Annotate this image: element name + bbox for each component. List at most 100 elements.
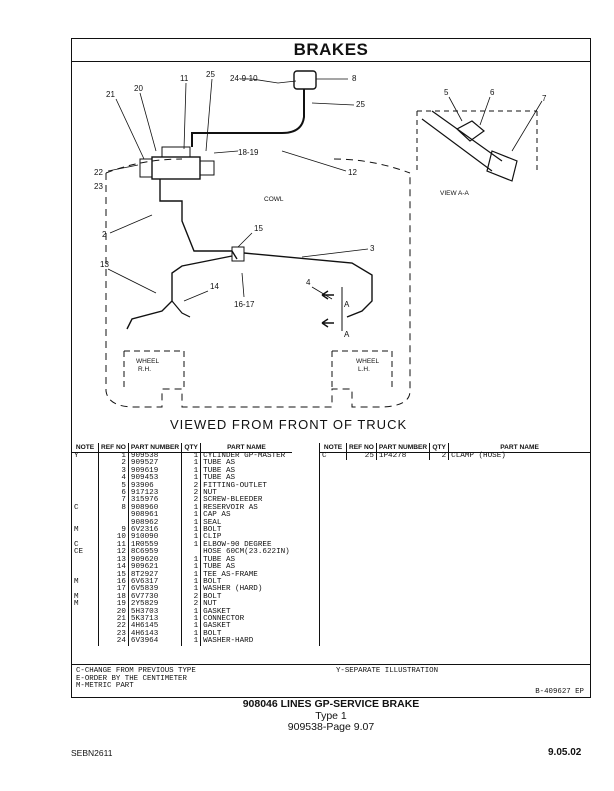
- cell-part-name: GASKET: [203, 607, 231, 616]
- cell-part-name: CONNECTOR: [203, 614, 245, 623]
- callout-21: 21: [106, 90, 115, 99]
- cell-part-name: WASHER-HARD: [203, 637, 254, 646]
- cell-part-name: HOSE 60CM(23.622IN): [203, 548, 290, 557]
- callout-13: 13: [100, 260, 109, 269]
- cell-part-number: 1R0559: [128, 541, 183, 550]
- cell-qty: 2: [429, 452, 450, 461]
- cell-qty: 1: [181, 452, 202, 461]
- callout-23: 23: [94, 182, 103, 191]
- callout-3: 3: [370, 244, 375, 253]
- cell-qty: 2: [181, 496, 202, 505]
- viewed-caption: VIEWED FROM FRONT OF TRUCK: [170, 417, 407, 432]
- document-number: SEBN2611: [71, 748, 113, 758]
- cell-part-name: BOLT: [203, 577, 222, 586]
- cell-part-name: TEE AS-FRAME: [203, 570, 258, 579]
- master-cylinder-flange: [139, 158, 153, 178]
- callout-6: 6: [490, 88, 495, 97]
- header-ref: REF NO: [98, 443, 129, 453]
- cowl-outline: [105, 173, 411, 408]
- header-note: NOTE: [320, 443, 347, 453]
- page-number: 9.05.02: [548, 747, 582, 758]
- cell-note: [72, 564, 99, 572]
- cell-ref: 5: [98, 482, 129, 491]
- cell-qty: 1: [181, 467, 202, 476]
- cell-ref: 6: [98, 489, 129, 498]
- title-bar: BRAKES: [72, 39, 590, 62]
- cell-qty: 1: [181, 585, 202, 594]
- cell-qty: 1: [181, 474, 202, 483]
- cell-part-number: 908962: [128, 519, 183, 528]
- callout-24-9-10: 24-9-10: [230, 74, 258, 83]
- cowl-top: [105, 158, 411, 174]
- cell-ref: 9: [98, 526, 129, 535]
- cell-ref: 24: [98, 637, 129, 646]
- cell-note: [72, 623, 99, 631]
- cell-part-name: CLIP: [203, 533, 222, 542]
- cell-qty: 1: [181, 526, 202, 535]
- cell-ref: 16: [98, 578, 129, 587]
- illustration-code: B-409627 EP: [535, 688, 584, 697]
- cell-part-name: TUBE AS: [203, 555, 236, 564]
- cell-qty: 1: [181, 578, 202, 587]
- cell-note: [72, 475, 99, 483]
- cell-part-name: CYLINDER GP-MASTER: [203, 452, 286, 460]
- header-qty: QTY: [429, 443, 450, 453]
- cell-part-number: 909453: [128, 474, 183, 483]
- leaders: [107, 78, 543, 302]
- cell-qty: 1: [181, 459, 202, 468]
- section-marker-a1: A: [344, 300, 350, 309]
- wheel-lh-outline: [331, 350, 393, 391]
- cell-ref: 13: [98, 556, 129, 565]
- cell-part-name: GASKET: [203, 622, 231, 631]
- cell-part-name: BOLT: [203, 592, 222, 601]
- cell-qty: 1: [181, 563, 202, 572]
- cell-part-name: NUT: [203, 489, 217, 498]
- header-part-name: PART NAME: [448, 443, 590, 453]
- header-part-name: PART NAME: [200, 443, 292, 453]
- cell-part-number: 4H6145: [128, 622, 183, 631]
- cell-part-name: SCREW-BLEEDER: [203, 496, 263, 505]
- cell-part-name: TUBE AS: [203, 474, 236, 483]
- cell-note: M: [72, 600, 99, 609]
- page-title: BRAKES: [293, 40, 369, 59]
- footnote-order: E-ORDER BY THE CENTIMETER: [76, 674, 187, 683]
- cell-qty: 1: [181, 556, 202, 565]
- cell-part-number: 6V5839: [128, 585, 183, 594]
- cell-qty: 1: [181, 504, 202, 513]
- cell-part-number: 8T2927: [128, 571, 183, 579]
- callout-16-17: 16-17: [234, 300, 255, 309]
- callout-18-19: 18-19: [238, 148, 259, 157]
- wheel-lh-line1: WHEEL: [356, 358, 380, 365]
- cell-qty: 1: [181, 622, 202, 631]
- wheel-rh-line1: WHEEL: [136, 358, 160, 365]
- cell-qty: 1: [181, 541, 202, 550]
- cell-part-name: CLAMP (HOSE): [451, 452, 506, 460]
- table-header: NOTE REF NO PART NUMBER QTY PART NAME: [72, 443, 292, 453]
- callout-15: 15: [254, 224, 263, 233]
- cell-part-number: 910090: [128, 533, 183, 542]
- cell-ref: 14: [98, 563, 129, 572]
- cell-qty: 1: [181, 511, 202, 520]
- cell-note: [72, 497, 99, 505]
- cell-part-number: 93906: [128, 482, 183, 491]
- cell-part-number: 1P4278: [376, 452, 431, 461]
- footnote-metric: M-METRIC PART: [76, 682, 134, 691]
- cell-ref: 17: [98, 585, 129, 594]
- cell-part-number: 909620: [128, 556, 183, 565]
